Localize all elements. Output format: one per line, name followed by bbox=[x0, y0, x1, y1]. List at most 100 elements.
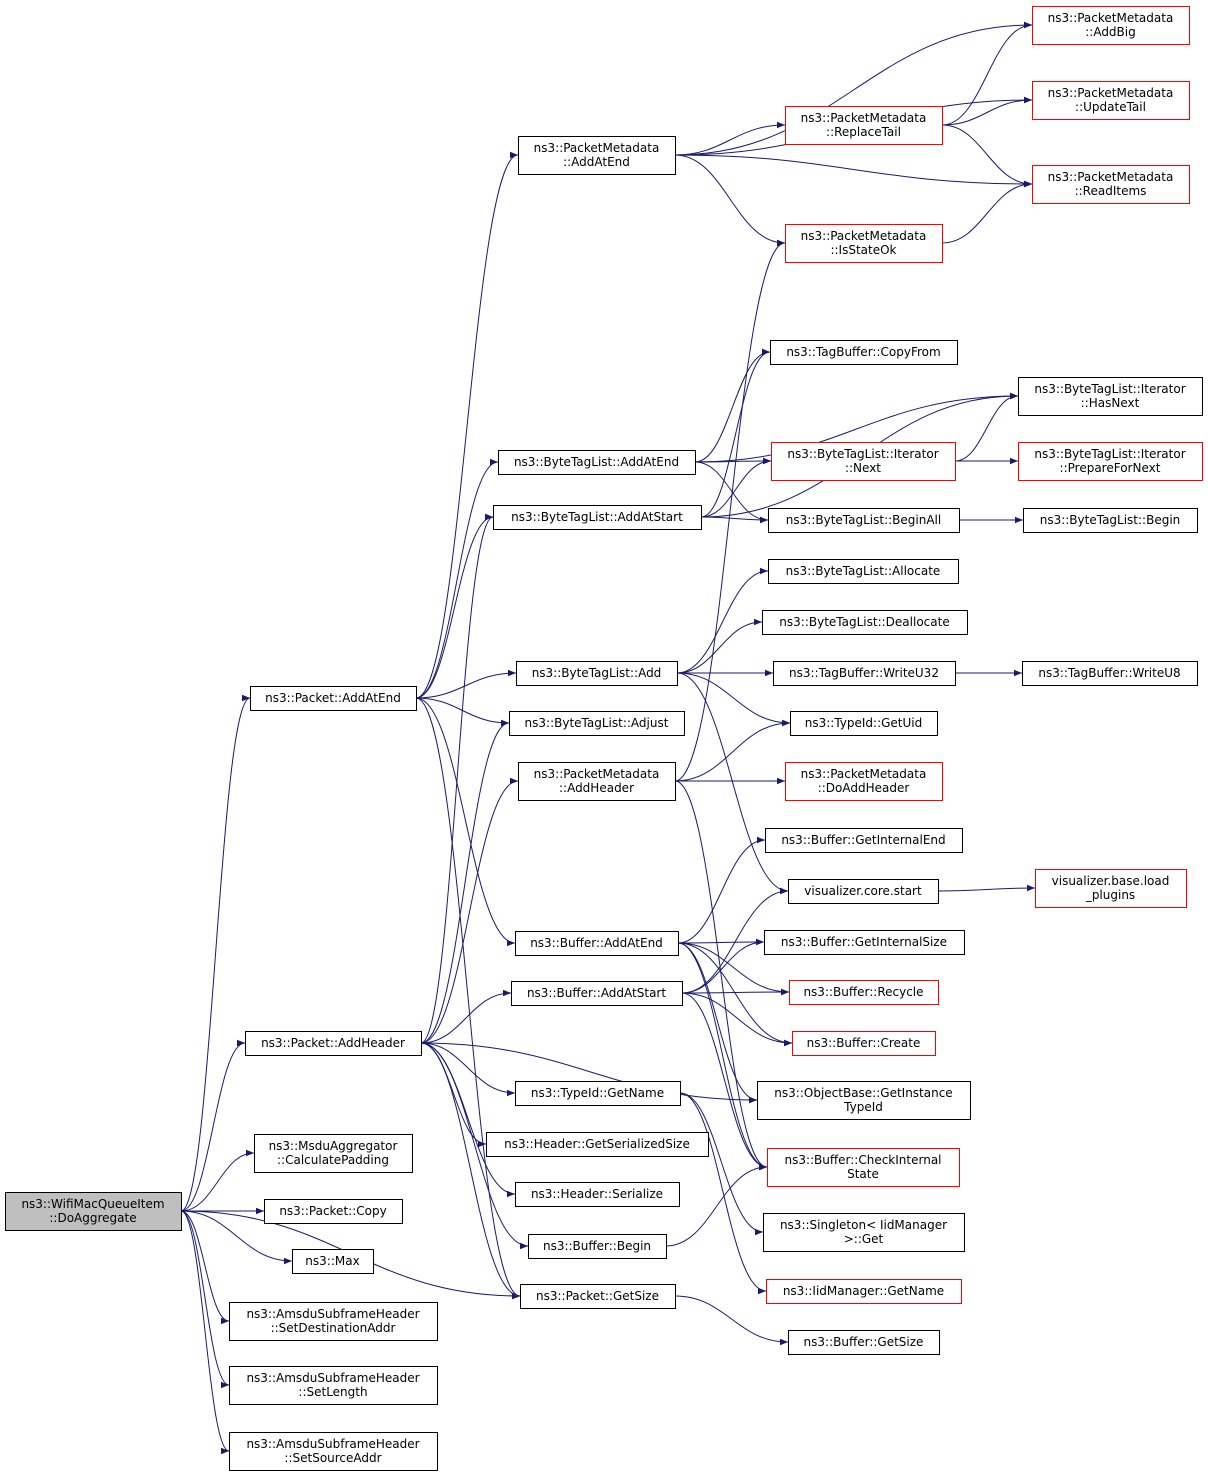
node-pm_readitems[interactable]: ns3::PacketMetadata::ReadItems bbox=[1032, 165, 1190, 204]
node-hdr_serialize[interactable]: ns3::Header::Serialize bbox=[515, 1182, 680, 1207]
node-label-buf_getinternalsize-0: ns3::Buffer::GetInternalSize bbox=[781, 935, 947, 949]
node-pm_addheader[interactable]: ns3::PacketMetadata::AddHeader bbox=[518, 762, 676, 801]
node-pm_isstateok[interactable]: ns3::PacketMetadata::IsStateOk bbox=[785, 224, 943, 263]
edge-pkt_addheader-to-pm_addheader bbox=[420, 777, 519, 1044]
node-amsdu_setlen[interactable]: ns3::AmsduSubframeHeader::SetLength bbox=[229, 1366, 438, 1405]
node-label-btli_next-0: ns3::ByteTagList::Iterator bbox=[787, 447, 938, 461]
node-pm_replacetail[interactable]: ns3::PacketMetadata::ReplaceTail bbox=[785, 106, 943, 145]
node-btli_hasnext[interactable]: ns3::ByteTagList::Iterator::HasNext bbox=[1018, 377, 1203, 416]
node-label-hdr_serialize-0: ns3::Header::Serialize bbox=[531, 1187, 663, 1201]
edge-buf_addatend-to-buf_getinternalend bbox=[677, 836, 766, 944]
node-btl_begin[interactable]: ns3::ByteTagList::Begin bbox=[1023, 508, 1198, 533]
node-vis_core_start[interactable]: visualizer.core.start bbox=[788, 879, 939, 904]
edge-btl_addatend-to-btli_hasnext bbox=[694, 392, 1019, 463]
node-tb_writeu32[interactable]: ns3::TagBuffer::WriteU32 bbox=[773, 661, 956, 686]
node-msdu_calcpad[interactable]: ns3::MsduAggregator::CalculatePadding bbox=[254, 1134, 413, 1173]
node-box-pm_addatend bbox=[518, 136, 676, 175]
nodes-layer: ns3::WifiMacQueueItem::DoAggregatens3::P… bbox=[5, 6, 1203, 1471]
node-btl_addatend[interactable]: ns3::ByteTagList::AddAtEnd bbox=[498, 450, 696, 475]
node-box-buf_recycle bbox=[789, 980, 939, 1005]
node-box-btl_begin bbox=[1023, 508, 1198, 533]
node-pkt_copy[interactable]: ns3::Packet::Copy bbox=[264, 1199, 403, 1224]
node-box-btl_addatstart bbox=[493, 505, 702, 530]
node-label-btl_addatend-0: ns3::ByteTagList::AddAtEnd bbox=[514, 455, 679, 469]
node-btl_addatstart[interactable]: ns3::ByteTagList::AddAtStart bbox=[493, 505, 702, 530]
node-box-objbase_getinsttid bbox=[757, 1081, 971, 1120]
node-typeid_getname[interactable]: ns3::TypeId::GetName bbox=[515, 1081, 681, 1106]
node-label-pm_readitems-1: ::ReadItems bbox=[1075, 184, 1147, 198]
edge-root-to-pkt_addatend bbox=[180, 694, 251, 1212]
edge-buf_addatstart-to-buf_getinternalsize bbox=[681, 938, 765, 994]
edge-pm_addheader-to-buf_checkinternal bbox=[674, 780, 768, 1171]
node-box-buf_addatstart bbox=[511, 981, 683, 1006]
node-pkt_addatend[interactable]: ns3::Packet::AddAtEnd bbox=[250, 686, 417, 711]
node-label-vis_base_loadplugins-1: _plugins bbox=[1085, 888, 1135, 902]
node-label-hdr_getsersize-0: ns3::Header::GetSerializedSize bbox=[504, 1137, 690, 1151]
node-buf_getsize[interactable]: ns3::Buffer::GetSize bbox=[788, 1330, 940, 1355]
node-buf_create[interactable]: ns3::Buffer::Create bbox=[792, 1031, 936, 1056]
node-tb_copyfrom[interactable]: ns3::TagBuffer::CopyFrom bbox=[770, 340, 958, 365]
node-btl_allocate[interactable]: ns3::ByteTagList::Allocate bbox=[768, 559, 959, 584]
node-hdr_getsersize[interactable]: ns3::Header::GetSerializedSize bbox=[486, 1132, 709, 1157]
node-buf_recycle[interactable]: ns3::Buffer::Recycle bbox=[789, 980, 939, 1005]
edge-pm_replacetail-to-pm_addbig bbox=[941, 21, 1033, 126]
edge-vis_core_start-to-vis_base_loadplugins bbox=[937, 884, 1036, 892]
node-label-buf_create-0: ns3::Buffer::Create bbox=[807, 1036, 921, 1050]
node-buf_addatend[interactable]: ns3::Buffer::AddAtEnd bbox=[515, 931, 679, 956]
edge-pm_addatend-to-pm_readitems bbox=[674, 154, 1033, 188]
node-iidmgr_getname[interactable]: ns3::IidManager::GetName bbox=[766, 1279, 962, 1304]
node-box-amsdu_setsrc bbox=[229, 1432, 438, 1471]
node-label-pm_replacetail-0: ns3::PacketMetadata bbox=[801, 111, 927, 125]
edge-btl_addatend-to-btli_next bbox=[694, 457, 772, 465]
edge-pkt_getsize-to-buf_getsize bbox=[674, 1295, 789, 1346]
node-btl_add[interactable]: ns3::ByteTagList::Add bbox=[516, 661, 678, 686]
node-btli_next[interactable]: ns3::ByteTagList::Iterator::Next bbox=[771, 442, 956, 481]
edge-buf_begin-to-buf_checkinternal bbox=[665, 1163, 768, 1247]
node-label-btli_hasnext-0: ns3::ByteTagList::Iterator bbox=[1034, 382, 1185, 396]
node-pm_doaddheader[interactable]: ns3::PacketMetadata::DoAddHeader bbox=[785, 762, 943, 801]
edge-root-to-max bbox=[180, 1210, 293, 1265]
node-btl_deallocate[interactable]: ns3::ByteTagList::Deallocate bbox=[762, 610, 968, 635]
node-pkt_addheader[interactable]: ns3::Packet::AddHeader bbox=[245, 1031, 422, 1056]
node-btl_beginall[interactable]: ns3::ByteTagList::BeginAll bbox=[768, 508, 960, 533]
node-btl_adjust[interactable]: ns3::ByteTagList::Adjust bbox=[509, 711, 685, 736]
node-label-pkt_getsize-0: ns3::Packet::GetSize bbox=[536, 1289, 659, 1303]
edge-buf_addatend-to-objbase_getinsttid bbox=[677, 942, 758, 1104]
node-vis_base_loadplugins[interactable]: visualizer.base.load_plugins bbox=[1035, 869, 1187, 908]
node-pm_addatend[interactable]: ns3::PacketMetadata::AddAtEnd bbox=[518, 136, 676, 175]
node-box-hdr_getsersize bbox=[486, 1132, 709, 1157]
node-label-btl_deallocate-0: ns3::ByteTagList::Deallocate bbox=[779, 615, 949, 629]
node-box-btl_beginall bbox=[768, 508, 960, 533]
node-typeid_getuid[interactable]: ns3::TypeId::GetUid bbox=[790, 711, 938, 736]
node-label-pkt_copy-0: ns3::Packet::Copy bbox=[279, 1204, 386, 1218]
node-pm_updatetail[interactable]: ns3::PacketMetadata::UpdateTail bbox=[1032, 81, 1190, 120]
node-box-buf_checkinternal bbox=[767, 1148, 960, 1187]
node-label-amsdu_setsrc-1: ::SetSourceAddr bbox=[284, 1451, 381, 1465]
node-buf_getinternalsize[interactable]: ns3::Buffer::GetInternalSize bbox=[764, 930, 965, 955]
node-label-pm_isstateok-0: ns3::PacketMetadata bbox=[801, 229, 927, 243]
node-amsdu_setdest[interactable]: ns3::AmsduSubframeHeader::SetDestination… bbox=[229, 1302, 438, 1341]
node-tb_writeu8[interactable]: ns3::TagBuffer::WriteU8 bbox=[1022, 661, 1198, 686]
node-buf_addatstart[interactable]: ns3::Buffer::AddAtStart bbox=[511, 981, 683, 1006]
node-label-objbase_getinsttid-0: ns3::ObjectBase::GetInstance bbox=[774, 1086, 952, 1100]
node-buf_getinternalend[interactable]: ns3::Buffer::GetInternalEnd bbox=[765, 828, 963, 853]
node-label-buf_checkinternal-0: ns3::Buffer::CheckInternal bbox=[784, 1153, 941, 1167]
node-label-btli_preparefornext-1: ::PrepareForNext bbox=[1060, 461, 1161, 475]
node-buf_begin[interactable]: ns3::Buffer::Begin bbox=[528, 1234, 667, 1259]
edges-layer bbox=[180, 21, 1036, 1455]
node-root[interactable]: ns3::WifiMacQueueItem::DoAggregate bbox=[5, 1192, 182, 1231]
node-pm_addbig[interactable]: ns3::PacketMetadata::AddBig bbox=[1032, 6, 1190, 45]
edge-buf_addatstart-to-buf_create bbox=[681, 992, 793, 1047]
node-pkt_getsize[interactable]: ns3::Packet::GetSize bbox=[520, 1284, 676, 1309]
node-btli_preparefornext[interactable]: ns3::ByteTagList::Iterator::PrepareForNe… bbox=[1018, 442, 1203, 481]
node-max[interactable]: ns3::Max bbox=[292, 1249, 374, 1274]
node-label-pm_updatetail-0: ns3::PacketMetadata bbox=[1048, 86, 1174, 100]
node-box-buf_getinternalsize bbox=[764, 930, 965, 955]
node-amsdu_setsrc[interactable]: ns3::AmsduSubframeHeader::SetSourceAddr bbox=[229, 1432, 438, 1471]
edge-pkt_addatend-to-pm_addatend bbox=[415, 151, 519, 699]
node-singleton_get[interactable]: ns3::Singleton< IidManager >::Get bbox=[763, 1213, 965, 1252]
edge-btl_add-to-btl_allocate bbox=[676, 567, 769, 674]
node-label-pkt_addatend-0: ns3::Packet::AddAtEnd bbox=[265, 691, 401, 705]
